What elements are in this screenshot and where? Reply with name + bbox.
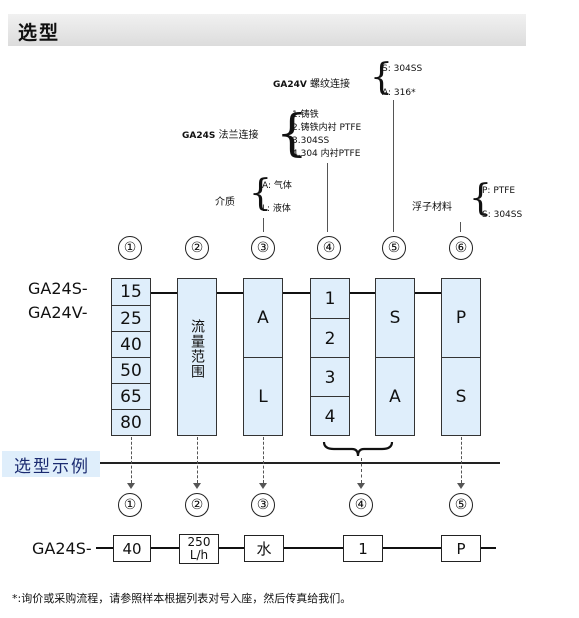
medium-cell: A (257, 308, 269, 328)
medium-brace-icon: { (249, 173, 272, 214)
column-number: ② (185, 236, 209, 260)
example-number: ② (185, 493, 209, 517)
model-label: GA24V- (28, 303, 88, 322)
column-number: ⑥ (449, 236, 473, 260)
model-connector-line (150, 292, 442, 294)
float-option: S: 304SS (482, 210, 523, 220)
example-number: ④ (349, 493, 373, 517)
column-number: ① (118, 236, 142, 260)
float-brace-icon: { (469, 178, 492, 219)
size-cell: 40 (112, 331, 150, 358)
column-number: ③ (251, 236, 275, 260)
dashed-arrow-line (263, 437, 264, 483)
title-bar (8, 14, 526, 46)
column-number: ⑤ (382, 236, 406, 260)
example-value-size: 40 (113, 535, 151, 562)
example-value-material: 1 (343, 535, 383, 562)
dashed-arrow-line (361, 458, 362, 483)
dashed-arrow-line (461, 437, 462, 483)
connector-line (327, 163, 328, 232)
arrow-down-icon (193, 483, 201, 489)
size-cell: 80 (112, 409, 150, 436)
example-number: ③ (251, 493, 275, 517)
float-material-cell: S (442, 357, 480, 436)
example-model-label: GA24S- (32, 539, 92, 558)
flange-material-column: 1 2 3 4 (310, 278, 350, 436)
flange-material-cell: 1 (324, 288, 336, 309)
flange-material-cell: 2 (311, 318, 349, 358)
flanged-option: 3.304SS (292, 136, 330, 146)
float-material-column: P S (441, 278, 481, 436)
column-number: ④ (317, 236, 341, 260)
threaded-model-label: GA24V 螺纹连接 (273, 79, 350, 90)
section-divider (100, 462, 500, 464)
example-value-medium: 水 (244, 535, 284, 562)
example-value-flow: 250 L/h (179, 534, 219, 564)
model-label: GA24S- (28, 279, 88, 298)
connector-line (460, 222, 461, 232)
example-value-float: P (441, 535, 481, 562)
dashed-arrow-line (197, 437, 198, 483)
example-section-title: 选型示例 (14, 457, 90, 477)
example-number: ① (118, 493, 142, 517)
combine-brace-icon (322, 441, 394, 457)
medium-column: A L (243, 278, 283, 436)
flanged-brace-icon: { (276, 104, 308, 162)
thread-material-cell: S (389, 308, 401, 328)
arrow-down-icon (357, 483, 365, 489)
medium-label: 介质 (215, 197, 235, 208)
connector-line (393, 100, 394, 232)
threaded-option: S: 304SS (382, 64, 423, 74)
thread-material-column: S A (375, 278, 415, 436)
flange-material-cell: 4 (311, 396, 349, 436)
flange-material-cell: 3 (311, 357, 349, 397)
threaded-option: A: 316* (382, 88, 416, 98)
medium-option: A: 气体 (262, 181, 292, 191)
float-option: P: PTFE (482, 186, 516, 196)
dashed-arrow-line (131, 437, 132, 483)
arrow-down-icon (127, 483, 135, 489)
footer-note: *:询价或采购流程，请参照样本根据列表对号入座，然后传真给我们。 (12, 592, 352, 605)
flanged-option: 4.304 内衬PTFE (292, 149, 361, 159)
example-connector-line (96, 547, 496, 549)
medium-cell: L (244, 357, 282, 436)
flow-range-label: 流量范围 (189, 319, 205, 379)
example-title-bar (2, 451, 100, 477)
arrow-down-icon (457, 483, 465, 489)
flanged-option: 1:铸铁 (292, 110, 319, 120)
size-column: 15 25 40 50 65 80 (111, 278, 151, 436)
flow-range-column: 流量范围 (177, 278, 217, 436)
float-material-label: 浮子材料 (412, 202, 452, 213)
flanged-model-label: GA24S 法兰连接 (182, 130, 259, 141)
arrow-down-icon (259, 483, 267, 489)
page-title: 选型 (18, 22, 61, 44)
flanged-option: 2.铸铁内衬 PTFE (292, 123, 362, 133)
size-cell: 65 (112, 383, 150, 410)
example-number: ⑤ (449, 493, 473, 517)
size-cell: 25 (112, 305, 150, 332)
size-cell: 50 (112, 357, 150, 384)
float-material-cell: P (455, 308, 467, 328)
thread-material-cell: A (376, 357, 414, 436)
size-cell: 15 (120, 282, 142, 302)
medium-option: L: 液体 (262, 204, 291, 214)
threaded-brace-icon: { (370, 57, 393, 98)
connector-line (263, 218, 264, 232)
